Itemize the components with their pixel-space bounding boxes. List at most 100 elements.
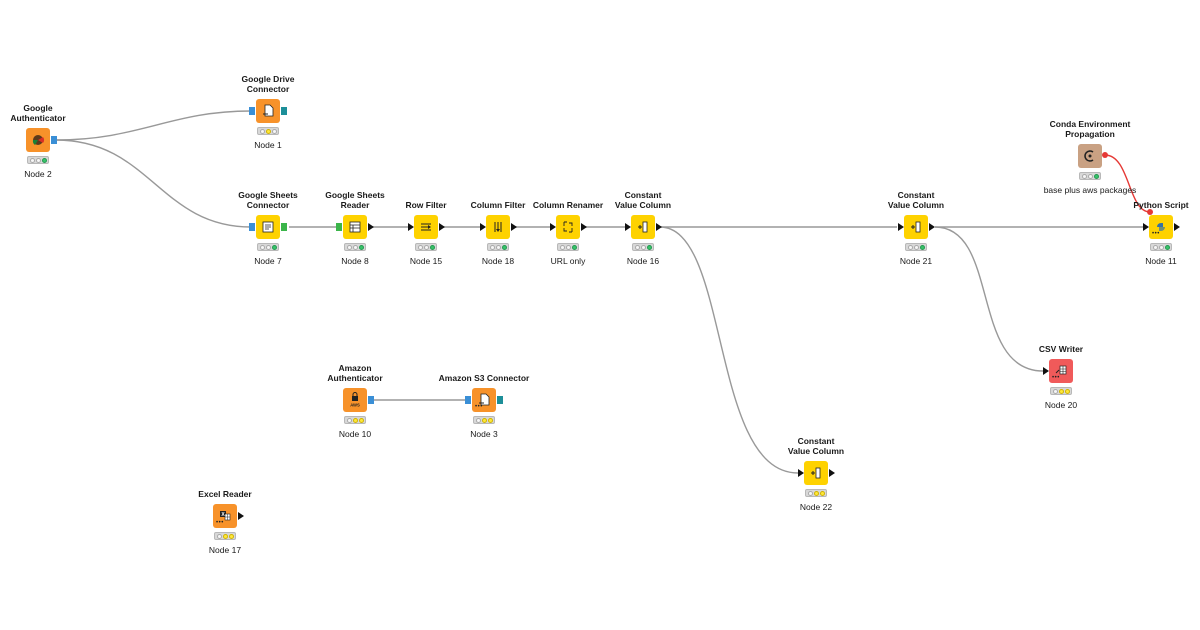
- flow-variable-in-port[interactable]: [1147, 209, 1153, 215]
- dots-icon: •••: [1152, 231, 1160, 237]
- connection-node2-node1[interactable]: [55, 110, 252, 141]
- node-status-lights: [905, 243, 927, 251]
- input-port[interactable]: [249, 223, 255, 231]
- output-port[interactable]: [368, 223, 374, 231]
- input-port[interactable]: [898, 223, 904, 231]
- node-label[interactable]: Node 11: [1145, 256, 1177, 266]
- node-status-lights: [632, 243, 654, 251]
- node-label[interactable]: Node 10: [338, 429, 372, 439]
- node-title: Conda Environment Propagation: [1049, 119, 1131, 139]
- output-port[interactable]: [281, 223, 287, 231]
- node-title: Constant Value Column: [614, 190, 672, 210]
- output-port[interactable]: [497, 396, 503, 404]
- python-icon: •••: [1149, 215, 1173, 239]
- node-status-lights: [27, 156, 49, 164]
- output-port[interactable]: [439, 223, 445, 231]
- svg-text:X: X: [221, 512, 225, 518]
- constant-column-icon: [904, 215, 928, 239]
- node-title: Google Sheets Connector: [238, 190, 298, 210]
- node-status-lights: [1150, 243, 1172, 251]
- node-status-lights: [344, 416, 366, 424]
- output-port[interactable]: [581, 223, 587, 231]
- node-label[interactable]: Node 22: [799, 502, 833, 512]
- rename-icon: [556, 215, 580, 239]
- node-title: Column Filter: [470, 200, 526, 210]
- node-status-lights: [487, 243, 509, 251]
- node-label[interactable]: Node 16: [626, 256, 660, 266]
- node-status-lights: [805, 489, 827, 497]
- row-filter-icon: [414, 215, 438, 239]
- dots-icon: •••: [216, 520, 224, 526]
- dots-icon: •••: [1052, 375, 1060, 381]
- input-port[interactable]: [408, 223, 414, 231]
- node-title: Row Filter: [405, 200, 447, 210]
- output-port[interactable]: [238, 512, 244, 520]
- connection-node2-node7[interactable]: [55, 139, 252, 228]
- output-port[interactable]: [656, 223, 662, 231]
- google-icon: [26, 128, 50, 152]
- node-title: Python Script: [1133, 200, 1189, 210]
- node-label[interactable]: URL only: [550, 256, 586, 266]
- constant-column-icon: [804, 461, 828, 485]
- node-label[interactable]: Node 20: [1044, 400, 1078, 410]
- node-status-lights: [557, 243, 579, 251]
- node-label[interactable]: Node 17: [208, 545, 242, 555]
- file-icon: [256, 99, 280, 123]
- input-port[interactable]: [249, 107, 255, 115]
- node-status-lights: [415, 243, 437, 251]
- column-filter-icon: [486, 215, 510, 239]
- node-status-lights: [1050, 387, 1072, 395]
- excel-icon: X •••: [213, 504, 237, 528]
- input-port[interactable]: [798, 469, 804, 477]
- node-title: Constant Value Column: [787, 436, 845, 456]
- output-port[interactable]: [51, 136, 57, 144]
- table-icon: [343, 215, 367, 239]
- node-title: Google Authenticator: [10, 103, 66, 123]
- output-port[interactable]: [1174, 223, 1180, 231]
- aws-lock-icon: AWS: [343, 388, 367, 412]
- node-title: Amazon Authenticator: [327, 363, 383, 383]
- connection-node16-node22[interactable]: [659, 226, 799, 474]
- csv-writer-icon: •••: [1049, 359, 1073, 383]
- input-port[interactable]: [1143, 223, 1149, 231]
- node-label[interactable]: Node 2: [24, 169, 52, 179]
- node-label[interactable]: Node 7: [254, 256, 282, 266]
- output-port[interactable]: [929, 223, 935, 231]
- input-port[interactable]: [336, 223, 342, 231]
- input-port[interactable]: [465, 396, 471, 404]
- output-port[interactable]: [281, 107, 287, 115]
- dots-icon: •••: [475, 404, 483, 410]
- node-status-lights: [1079, 172, 1101, 180]
- output-port[interactable]: [829, 469, 835, 477]
- input-port[interactable]: [1043, 367, 1049, 375]
- node-label[interactable]: Node 1: [254, 140, 282, 150]
- input-port[interactable]: [625, 223, 631, 231]
- node-label[interactable]: Node 8: [341, 256, 369, 266]
- node-status-lights: [473, 416, 495, 424]
- node-status-lights: [344, 243, 366, 251]
- node-label[interactable]: Node 3: [470, 429, 498, 439]
- connection-node21-node20[interactable]: [934, 226, 1044, 372]
- constant-column-icon: [631, 215, 655, 239]
- node-label[interactable]: Node 21: [899, 256, 933, 266]
- flow-variable-out-port[interactable]: [1102, 152, 1108, 158]
- node-label[interactable]: base plus aws packages: [1043, 185, 1137, 195]
- flow-variable-connection[interactable]: [1104, 154, 1151, 213]
- node-title: Google Sheets Reader: [325, 190, 385, 210]
- sheets-icon: [256, 215, 280, 239]
- output-port[interactable]: [511, 223, 517, 231]
- node-label[interactable]: Node 18: [481, 256, 515, 266]
- conda-icon: [1078, 144, 1102, 168]
- node-status-lights: [214, 532, 236, 540]
- node-label[interactable]: Node 15: [409, 256, 443, 266]
- node-status-lights: [257, 127, 279, 135]
- node-title: Constant Value Column: [887, 190, 945, 210]
- input-port[interactable]: [480, 223, 486, 231]
- node-title: Column Renamer: [532, 200, 604, 210]
- node-title: Amazon S3 Connector: [438, 373, 530, 383]
- node-title: Excel Reader: [198, 489, 252, 499]
- output-port[interactable]: [368, 396, 374, 404]
- input-port[interactable]: [550, 223, 556, 231]
